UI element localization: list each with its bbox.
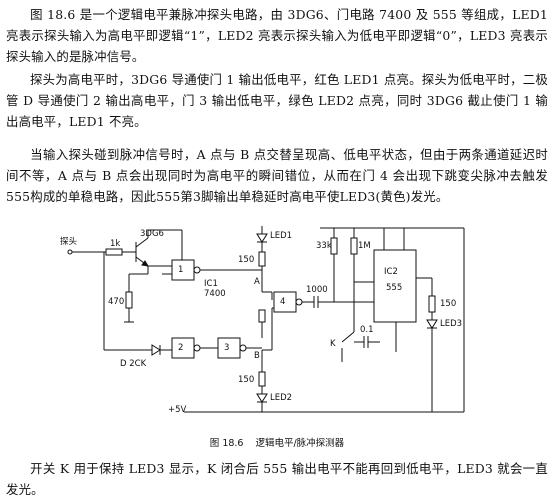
resistor-1k-label: 1k xyxy=(110,239,120,249)
node-a-label: A xyxy=(254,277,260,287)
led1-label: LED1 xyxy=(270,231,292,241)
ic2-part-label: 555 xyxy=(386,283,402,293)
resistor-33k-label: 33k xyxy=(316,241,332,251)
resistor-470-label: 470 xyxy=(108,297,124,307)
resistor-1m-label: 1M xyxy=(358,241,371,251)
vcc-label: +5V xyxy=(168,405,187,415)
led2-label: LED2 xyxy=(270,393,292,403)
gate-1-label: 1 xyxy=(178,265,183,275)
resistor-150-c-label: 150 xyxy=(440,299,456,309)
paragraph-pulse: 当输入探头碰到脉冲信号时，A 点与 B 点交替呈现高、低电平状态，但由于两条通道… xyxy=(6,147,548,204)
ic2-label: IC2 xyxy=(384,267,398,277)
led3-label: LED3 xyxy=(440,319,462,329)
figure-caption-text: 逻辑电平/脉冲探测器 xyxy=(255,438,345,449)
paragraph-levels: 探头为高电平时，3DG6 导通使门 1 输出低电平，红色 LED1 点亮。探头为… xyxy=(6,72,548,129)
ic1-label: IC1 xyxy=(204,279,218,289)
switch-k-label: K xyxy=(330,339,336,349)
paragraph-intro: 图 18.6 是一个逻辑电平兼脉冲探头电路，由 3DG6、门电路 7400 及 … xyxy=(6,7,548,64)
circuit-diagram: 探头 1k 3DG6 470 D 2CK IC1 7400 150 150 15… xyxy=(60,226,465,415)
paragraph-switch: 开关 K 用于保持 LED3 显示，K 闭合后 555 输出电平不能再回到低电平… xyxy=(6,461,548,497)
gate-4-label: 4 xyxy=(280,297,285,307)
capacitor-1000-label: 1000 xyxy=(306,285,328,295)
resistor-150-a-label: 150 xyxy=(238,255,254,265)
capacitor-01-label: 0.1 xyxy=(360,325,374,335)
probe-label: 探头 xyxy=(60,236,78,247)
figure-caption-number: 图 18.6 xyxy=(209,438,244,449)
figure-caption: 图 18.6 逻辑电平/脉冲探测器 xyxy=(0,435,554,449)
transistor-label: 3DG6 xyxy=(140,229,164,239)
resistor-150-b-label: 150 xyxy=(238,375,254,385)
gate-3-label: 3 xyxy=(224,343,229,353)
diode-label: D 2CK xyxy=(120,359,147,369)
node-b-label: B xyxy=(254,351,260,361)
ic1-part-label: 7400 xyxy=(204,289,226,299)
gate-2-label: 2 xyxy=(178,343,183,353)
